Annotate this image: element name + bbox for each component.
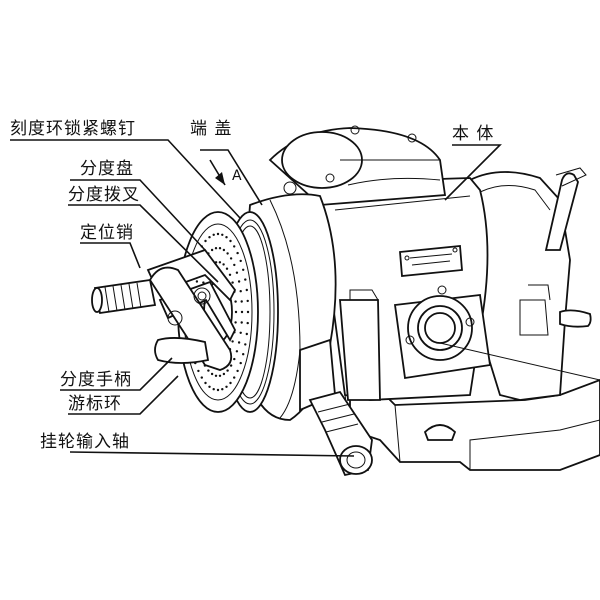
index-hole [246,321,249,325]
index-hole [237,341,241,344]
index-hole [239,361,242,365]
label-index-plate: 分度盘 [80,159,134,179]
index-hole [202,281,205,284]
label-input-shaft: 挂轮输入轴 [40,432,130,452]
index-hole [210,372,214,376]
index-hole [212,388,215,391]
index-hole [225,267,229,270]
index-hole [234,321,237,324]
index-hole [229,364,233,367]
index-hole [216,388,220,392]
index-hole [235,271,239,274]
index-hole [240,310,244,314]
index-hole [231,281,234,284]
index-hole [210,248,214,252]
base [349,379,600,471]
index-hole [208,385,211,388]
index-hole [233,245,236,248]
index-hole [214,374,218,377]
index-hole [212,233,215,236]
index-hole [222,263,225,266]
index-hole [231,340,234,343]
label-ring-lock-screw: 刻度环锁紧螺钉 [10,119,136,139]
index-hole [197,369,200,373]
index-hole [200,376,203,379]
index-hole [207,369,210,372]
index-hole [216,232,220,236]
index-hole [239,259,242,263]
index-hole [229,239,232,243]
index-hole [208,236,211,239]
index-hole [235,350,239,353]
lock-knob [559,309,592,328]
index-hole [218,374,222,377]
index-hole [239,331,242,334]
index-hole [240,300,243,303]
label-end-cover: 端 盖 [190,119,232,139]
right-column [469,171,571,401]
index-hole [233,263,236,267]
index-hole [244,343,247,346]
index-hole [233,376,236,379]
label-index-fork: 分度拨叉 [68,185,140,205]
index-hole [245,288,248,292]
index-hole [245,332,248,336]
index-hole [229,381,232,385]
index-hole [237,280,241,283]
index-hole [218,261,222,264]
body-rib-left [339,299,381,401]
index-hole [214,247,218,250]
index-hole [204,239,207,243]
index-hole [195,280,199,283]
nameplate [399,245,463,277]
index-hole [244,278,247,281]
index-hole [218,247,222,250]
index-hole [236,369,239,373]
index-hole [246,310,250,314]
index-hole [204,381,207,385]
leader-lines [10,139,502,457]
index-hole [222,248,226,252]
index-hole [242,353,245,356]
index-hole [226,252,229,255]
index-hole [221,233,224,236]
base-slot [423,424,457,441]
label-locating-pin: 定位销 [80,223,134,243]
index-hole [234,310,238,314]
index-hole [236,251,239,255]
index-hole [229,257,233,260]
index-hole [240,321,243,324]
index-hole [225,385,228,388]
index-handle [148,266,233,371]
label-index-handle: 分度手柄 [60,370,132,390]
index-hole [228,273,232,276]
index-hole [222,372,226,376]
dividing-head [91,125,600,477]
index-hole [226,369,229,372]
index-hole [234,300,237,303]
label-body: 本 体 [452,124,494,144]
index-hole [239,290,242,293]
index-hole [221,388,224,391]
index-hole [225,236,228,239]
handle-grip [154,337,210,364]
label-view-a: A [232,168,243,184]
index-hole [233,357,236,361]
index-hole [246,299,249,303]
index-hole [242,268,245,271]
label-vernier-ring: 游标环 [68,394,122,414]
